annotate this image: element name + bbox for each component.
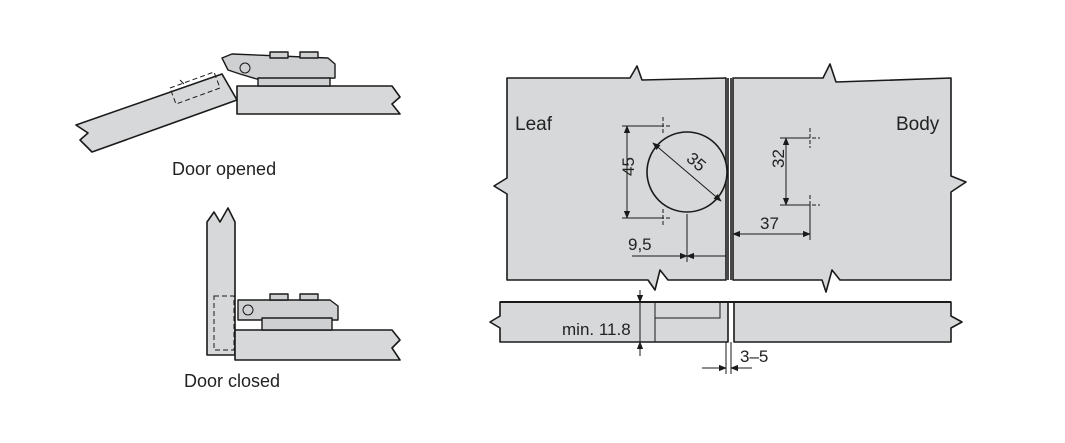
edge-offset-dim: 9,5: [628, 235, 652, 254]
opened-cup-outline: [169, 71, 221, 105]
bore-vertical-dim: 45: [619, 157, 638, 176]
gap-dim: 3–5: [740, 347, 768, 366]
body-panel: [732, 63, 967, 293]
min-thickness-dim: min. 11.8: [562, 320, 631, 339]
hole-spacing-dim: 32: [769, 149, 788, 168]
body-section: [733, 301, 963, 343]
drilling-plan: Leaf Body 35 45 9,5 32 37: [489, 63, 967, 374]
door-closed-illustration: Door closed: [184, 207, 401, 391]
closed-body-panel: [234, 329, 401, 361]
body-label: Body: [896, 114, 940, 135]
body-offset-dim: 37: [760, 214, 779, 233]
door-closed-label: Door closed: [184, 371, 280, 391]
opened-door-panel: [75, 73, 238, 153]
leaf-panel: [493, 65, 727, 291]
leaf-section: [489, 301, 729, 343]
door-opened-illustration: Door opened: [75, 51, 401, 179]
opened-body-panel: [236, 85, 401, 115]
opened-hinge-arm: [221, 53, 336, 81]
closed-door-panel: [206, 207, 236, 356]
leaf-label: Leaf: [515, 114, 553, 135]
door-opened-label: Door opened: [172, 159, 276, 179]
